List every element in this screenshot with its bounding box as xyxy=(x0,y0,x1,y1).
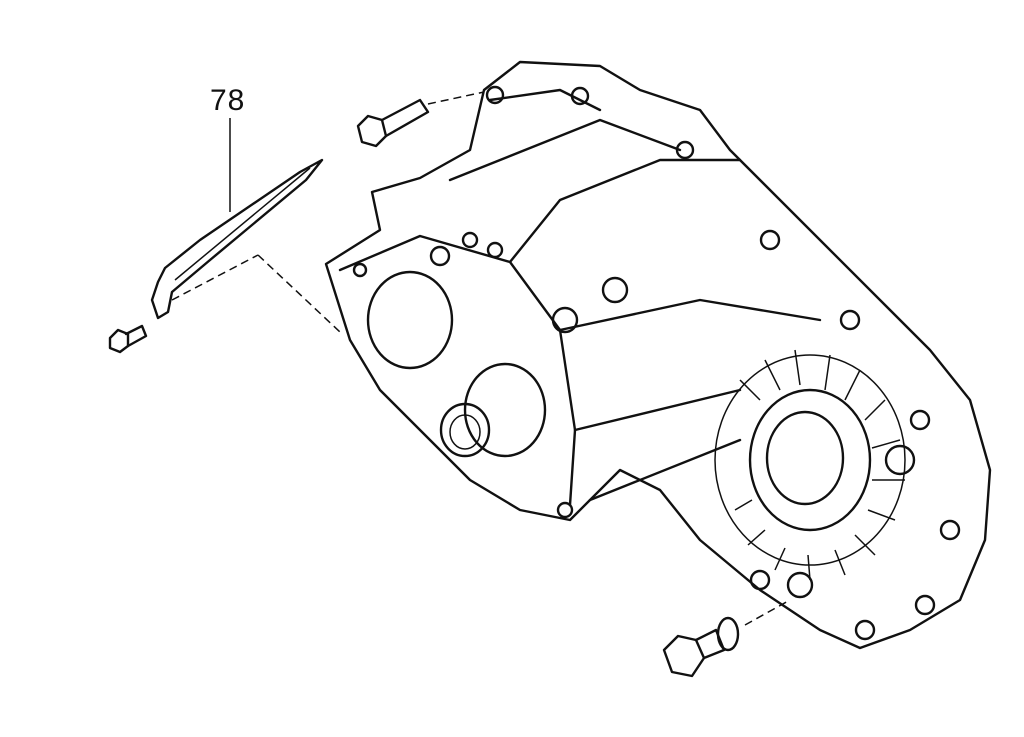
assembly-line xyxy=(744,599,791,626)
top-bolt xyxy=(356,91,485,148)
drain-plug xyxy=(662,628,726,678)
callout-label-78: 78 xyxy=(210,84,246,117)
transmission-housing xyxy=(324,60,992,650)
dipstick-bolt xyxy=(108,324,148,354)
assembly-line xyxy=(171,254,259,301)
sealing-washer xyxy=(716,616,740,652)
dipstick xyxy=(150,158,324,320)
assembly-line xyxy=(257,254,341,333)
